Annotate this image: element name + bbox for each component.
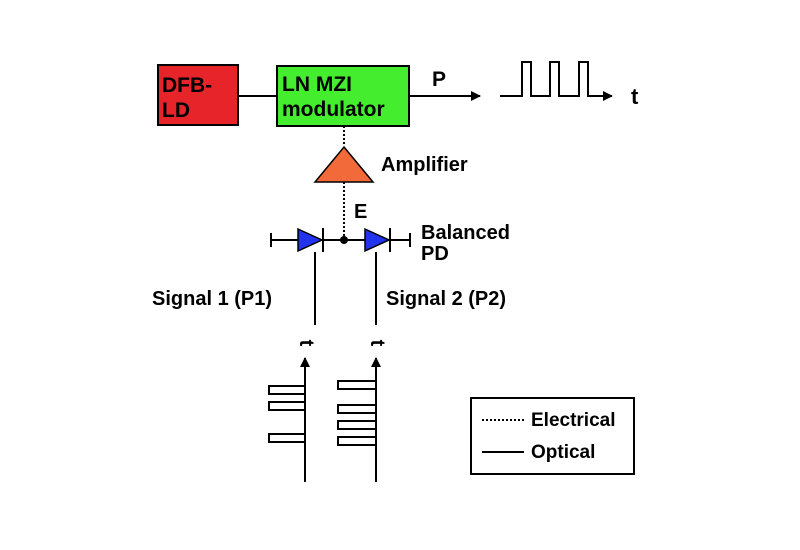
legend: Electrical Optical (470, 397, 635, 475)
legend-box (470, 397, 635, 475)
legend-electrical-label: Electrical (531, 410, 616, 431)
pd-label-line2: PD (421, 243, 449, 265)
dfb-ld-box (157, 64, 239, 126)
photodiode-1 (297, 227, 324, 253)
amplifier: Amplifier (313, 145, 468, 183)
dfb-ld-block: DFB- LD (157, 64, 239, 126)
pd-junction-dot (340, 236, 348, 244)
signal2-label: Signal 2 (P2) (386, 288, 506, 310)
modulator-label-line1: LN MZI (282, 73, 352, 96)
dfb-ld-label-line2: LD (162, 99, 190, 122)
signal1-time-label: t (295, 340, 317, 347)
pulse-waveform (500, 61, 613, 101)
signal2-pulse-train: t (337, 340, 388, 482)
signal1-pulse-train: t (268, 340, 317, 482)
signal2-time-label: t (366, 340, 388, 347)
output-pulse-train: t (500, 61, 639, 109)
dfb-ld-label-line1: DFB- (162, 74, 212, 97)
modulator-box (276, 65, 410, 127)
signal2-pulses (337, 380, 376, 446)
legend-optical-label: Optical (531, 442, 595, 463)
balanced-pd: Balanced PD (270, 222, 510, 265)
signal1-label: Signal 1 (P1) (152, 288, 272, 310)
electrical-signal-label: E (354, 201, 367, 223)
time-axis-label: t (631, 84, 639, 109)
modulator-block: LN MZI modulator (276, 65, 410, 127)
amplifier-triangle (313, 145, 375, 183)
signal1-pulses (268, 385, 305, 443)
amplifier-label: Amplifier (381, 154, 468, 176)
photodiode-2 (364, 227, 391, 253)
modulator-label-line2: modulator (282, 98, 385, 121)
output-label: P (432, 68, 446, 91)
pd-label-line1: Balanced (421, 222, 510, 244)
